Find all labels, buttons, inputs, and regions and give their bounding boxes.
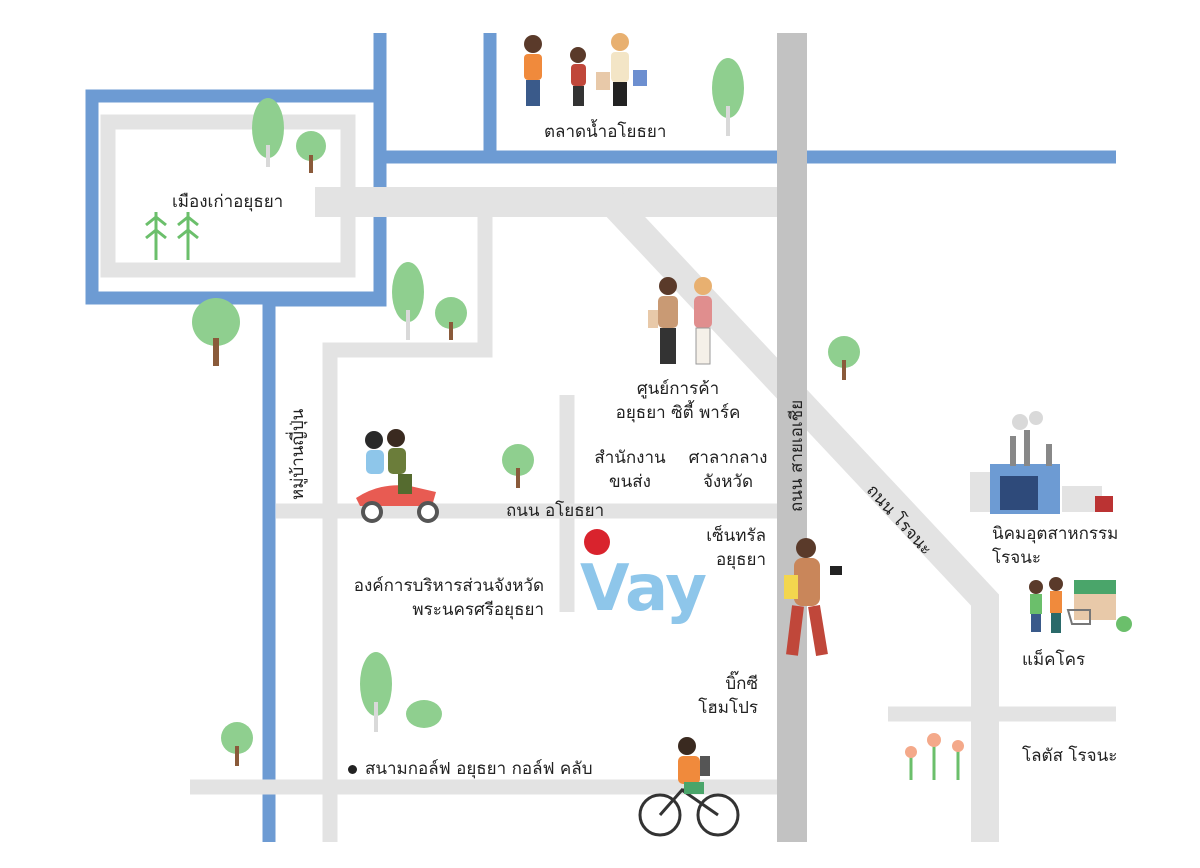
canal-old-city	[85, 89, 380, 305]
label-makro: แม็คโคร	[1022, 650, 1086, 670]
label-central: เซ็นทรัล อยุธยา	[666, 524, 766, 572]
label-city-hall-line2: จังหวัด	[702, 472, 754, 492]
label-bigc-line2: โฮมโปร	[698, 698, 758, 718]
tree-icon	[296, 131, 326, 173]
tree-icon	[221, 722, 253, 766]
label-central-line1: เซ็นทรัล	[706, 526, 766, 546]
label-transport-office: สำนักงาน ขนส่ง	[582, 446, 678, 494]
label-japanese-village: หมู่บ้านญี่ปุ่น	[288, 408, 308, 500]
walking-couple-icon	[648, 277, 712, 365]
label-pao: องค์การบริหารส่วนจังหวัด พระนครศรีอยุธยา	[310, 574, 544, 622]
road-rojana	[599, 190, 999, 842]
shoppers-icon	[524, 33, 647, 106]
shopper-woman-icon	[784, 538, 842, 656]
road-asia-highway	[777, 33, 807, 842]
tree-icon	[435, 297, 467, 340]
tree-icon	[828, 336, 860, 380]
label-bigc-line1: บิ๊กซี	[725, 674, 758, 694]
label-industrial: นิคมอุตสาหกรรม โรจนะ	[992, 522, 1118, 570]
label-old-city: เมืองเก่าอยุธยา	[172, 192, 284, 212]
canals	[85, 33, 1116, 842]
scooter-icon	[356, 429, 439, 523]
label-bigc: บิ๊กซี โฮมโปร	[660, 672, 758, 720]
tree-icon	[712, 58, 744, 136]
label-golf: สนามกอล์ฟ อยุธยา กอล์ฟ คลับ	[348, 757, 593, 781]
factory-icon	[970, 411, 1113, 514]
label-pao-line2: พระนครศรีอยุธยา	[412, 600, 544, 620]
road-left-loop	[322, 215, 493, 842]
tree-icon	[502, 444, 534, 488]
label-lotus: โลตัส โรจนะ	[1022, 746, 1118, 766]
tree-icon	[392, 262, 424, 340]
tree-icon	[145, 212, 167, 260]
location-marker-icon[interactable]	[584, 529, 610, 555]
label-transport-office-line2: ขนส่ง	[609, 472, 651, 492]
label-road-asia: ถนน สายเอเชีย	[787, 399, 807, 512]
label-golf-text: สนามกอล์ฟ อยุธยา กอล์ฟ คลับ	[365, 759, 593, 779]
label-transport-office-line1: สำนักงาน	[594, 448, 666, 468]
label-city-hall: ศาลากลาง จังหวัด	[680, 446, 776, 494]
tree-icon	[360, 652, 392, 732]
label-central-line2: อยุธยา	[715, 550, 766, 570]
label-industrial-line1: นิคมอุตสาหกรรม	[992, 524, 1119, 544]
tree-icon	[252, 98, 284, 167]
flower-icon	[905, 733, 964, 780]
tree-icon	[192, 298, 240, 366]
brand-logo: Vay	[580, 552, 707, 626]
tree-icon	[177, 212, 199, 260]
label-mall: ศูนย์การค้า อยุธยา ซิตี้ พาร์ค	[600, 377, 756, 425]
label-floating-market: ตลาดน้ำอโยธยา	[544, 122, 667, 142]
golf-dot-icon	[348, 764, 357, 774]
label-mall-line2: อยุธยา ซิตี้ พาร์ค	[615, 403, 741, 423]
label-industrial-line2: โรจนะ	[992, 548, 1041, 568]
label-city-hall-line1: ศาลากลาง	[688, 448, 768, 468]
label-mall-line1: ศูนย์การค้า	[636, 379, 720, 399]
label-pao-line1: องค์การบริหารส่วนจังหวัด	[353, 576, 544, 596]
road-old-city-loop	[100, 114, 356, 278]
market-icon	[1029, 577, 1132, 633]
tree-icon	[406, 700, 442, 728]
cyclist-icon	[638, 737, 740, 837]
label-road-ayothaya: ถนน อโยธยา	[506, 501, 605, 521]
